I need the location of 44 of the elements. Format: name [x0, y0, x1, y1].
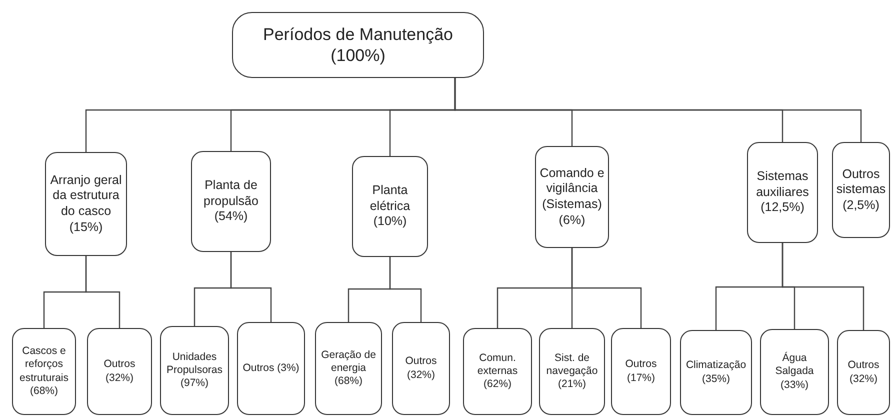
tree-box — [191, 151, 271, 252]
tree-box — [539, 328, 605, 415]
box-label: Geração de energia (68%) — [320, 348, 377, 388]
box-label: Unidades Propulsoras (97%) — [165, 350, 224, 390]
box-label: Outros sistemas (2,5%) — [835, 166, 887, 214]
tree-box — [160, 326, 229, 415]
tree-box — [232, 12, 484, 78]
connector-line — [230, 252, 272, 322]
box-label: Comun. externas (62%) — [476, 352, 519, 392]
box-label: Água Salgada (33%) — [774, 352, 815, 392]
box-label: Planta de propulsão (54%) — [202, 178, 260, 225]
tree-box — [760, 329, 829, 415]
box-label: Sist. de navegação (21%) — [545, 352, 599, 392]
box-label: Cascos e reforços estruturais (68%) — [18, 345, 70, 398]
tree-box — [315, 322, 382, 415]
box-label: Climatização (35%) — [684, 359, 748, 386]
box-label: Outros (32%) — [846, 359, 880, 386]
connector-line — [454, 78, 862, 142]
tree-box — [12, 328, 76, 415]
box-label: Períodos de Manutenção (100%) — [262, 24, 454, 66]
tree-box — [747, 142, 818, 243]
connector-line — [782, 243, 864, 330]
tree-box — [392, 322, 450, 415]
box-label: Outros (3%) — [242, 362, 300, 376]
tree-box — [237, 322, 305, 415]
box-label: Sistemas auxiliares (12,5%) — [755, 169, 810, 216]
tree-box — [352, 156, 428, 257]
connector-line — [389, 257, 422, 322]
tree-box — [832, 142, 890, 238]
box-label: Comando e vigilância (Sistemas) (6%) — [538, 166, 606, 228]
box-label: Outros (32%) — [404, 355, 438, 382]
box-label: Planta elétrica (10%) — [368, 183, 412, 230]
tree-box — [87, 328, 152, 415]
connector-line — [85, 256, 120, 328]
tree-box — [611, 328, 671, 415]
box-label: Outros (17%) — [624, 358, 658, 385]
tree-box — [680, 330, 752, 415]
box-label: Outros (32%) — [102, 358, 136, 385]
connector-line — [571, 248, 642, 328]
tree-box — [463, 328, 532, 415]
tree-box — [45, 152, 127, 256]
tree-box — [837, 330, 890, 415]
tree-box — [535, 146, 609, 248]
box-label: Arranjo geral da estrutura do casco (15%) — [49, 172, 123, 236]
